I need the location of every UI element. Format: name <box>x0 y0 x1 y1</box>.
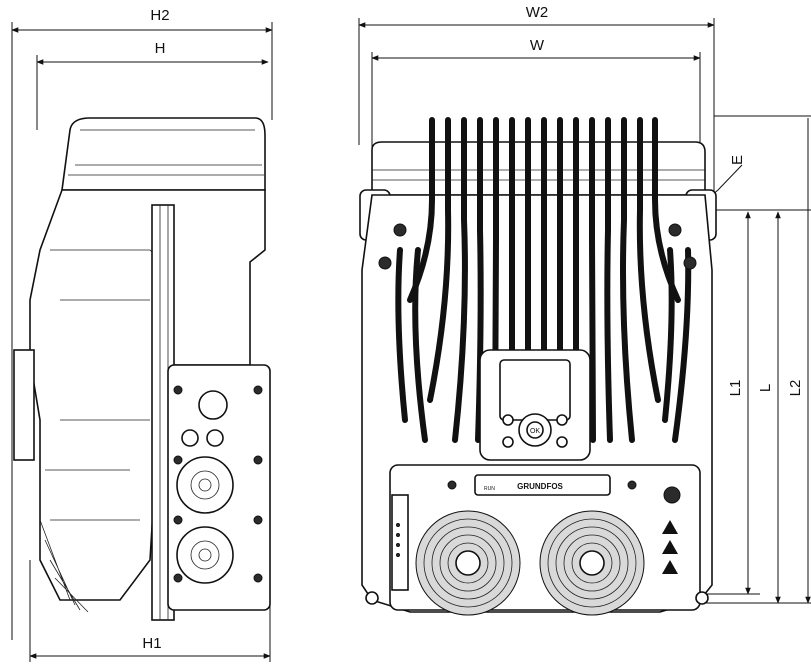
side-top-cover <box>61 117 266 191</box>
back-button[interactable] <box>502 414 514 426</box>
side-gland-3 <box>176 526 234 584</box>
side-gland-2 <box>176 456 234 514</box>
off-button[interactable] <box>502 436 514 448</box>
warning-icon <box>662 520 678 574</box>
front-view: OK GRUNDFOS RUN <box>359 117 717 616</box>
home-button[interactable] <box>556 414 568 426</box>
display-screen <box>499 359 571 421</box>
side-view <box>13 117 271 621</box>
label-e: E <box>729 155 746 165</box>
brand-strip <box>474 474 611 496</box>
label-l1: L1 <box>727 380 744 397</box>
side-housing <box>29 189 266 601</box>
side-left-boss <box>13 349 35 461</box>
label-h1: H1 <box>142 635 161 652</box>
status-indicator <box>663 486 681 504</box>
ok-button[interactable] <box>526 421 544 439</box>
label-w: W <box>530 37 545 54</box>
run-label: RUN <box>484 486 495 492</box>
led-strip <box>391 494 409 591</box>
label-l: L <box>757 384 774 392</box>
label-l2: L2 <box>787 380 804 397</box>
label-w2: W2 <box>526 4 549 21</box>
ok-button-label: OK <box>530 428 540 435</box>
on-button[interactable] <box>556 436 568 448</box>
side-gland-1 <box>198 390 228 420</box>
fan-right <box>539 510 645 616</box>
brand-label: GRUNDFOS <box>517 482 563 491</box>
label-h: H <box>155 40 166 57</box>
fan-left <box>415 510 521 616</box>
label-h2: H2 <box>150 7 169 24</box>
